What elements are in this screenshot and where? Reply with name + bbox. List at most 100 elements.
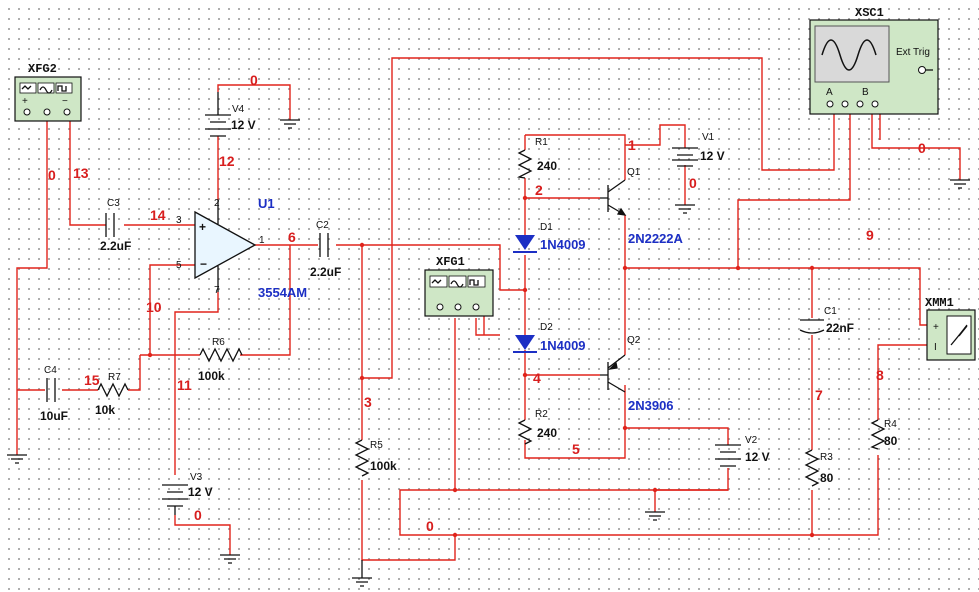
u1-part: 3554AM [258,285,307,300]
opamp-u1[interactable]: + − [194,200,257,292]
q2-name: Q2 [627,335,641,346]
net-label: 14 [150,207,166,223]
r3-name: R3 [820,452,833,463]
resistor-r5[interactable] [354,439,370,477]
transistor-q1[interactable] [600,179,627,216]
multimeter-xmm1[interactable]: + I [926,309,976,361]
net-label: 0 [194,507,202,523]
d1-name: D1 [540,222,553,233]
v4-name: V4 [232,104,245,115]
net-label: 2 [535,182,543,198]
v2-name: V2 [745,435,758,446]
battery-v3[interactable] [162,484,188,515]
r6-name: R6 [212,337,225,348]
r6-value: 100k [198,369,225,383]
r4-name: R4 [884,419,897,430]
d1-part: 1N4009 [540,237,586,252]
svg-text:+: + [22,96,28,107]
net-label: 12 [219,153,235,169]
svg-text:+: + [199,220,206,234]
v3-value: 12 V [188,485,213,499]
net-label: 0 [689,175,697,191]
xmm1-label: XMM1 [925,296,954,310]
battery-v2[interactable] [715,444,741,467]
net-label: 9 [866,227,874,243]
capacitor-c3[interactable] [105,213,115,237]
d2-name: D2 [540,322,553,333]
u1-pin3: 3 [176,215,182,226]
r5-name: R5 [370,440,383,451]
r2-name: R2 [535,409,548,420]
u1-pin7: 7 [214,285,220,296]
function-generator-xfg1[interactable] [424,269,494,317]
r7-value: 10k [95,403,115,417]
capacitor-c4[interactable] [46,378,56,402]
u1-pin1: 1 [259,235,265,246]
resistor-r2[interactable] [517,419,533,445]
v1-name: V1 [702,132,715,143]
r7-name: R7 [108,372,121,383]
net-label: 0 [918,140,926,156]
svg-text:I: I [934,342,937,353]
net-label: 0 [250,72,258,88]
net-label: 15 [84,372,100,388]
c3-name: C3 [107,198,120,209]
resistor-r6[interactable] [199,347,243,363]
svg-text:+: + [933,322,939,333]
xsc1-label: XSC1 [855,6,884,20]
net-label: 1 [628,137,636,153]
c1-value: 22nF [826,321,854,335]
r2-value: 240 [537,426,557,440]
net-label: 5 [572,441,580,457]
function-generator-xfg2[interactable]: +− [14,76,82,122]
u1-name: U1 [258,196,275,211]
resistor-r7[interactable] [97,382,129,398]
xfg2-label: XFG2 [28,62,57,76]
u1-pin5: 5 [176,260,182,271]
capacitor-c1[interactable] [799,319,825,334]
net-label: 11 [177,377,192,393]
resistor-r4[interactable] [870,419,886,450]
net-label: 0 [426,518,434,534]
net-label: 6 [288,229,296,245]
diode-d2[interactable] [513,335,537,353]
r4-value: 80 [884,434,898,448]
r3-value: 80 [820,471,834,485]
v4-value: 12 V [231,118,256,132]
battery-v1[interactable] [672,147,698,167]
net-label: 8 [876,367,884,383]
svg-text:−: − [62,96,68,107]
c2-value: 2.2uF [310,265,341,279]
q1-part: 2N2222A [628,231,684,246]
transistor-q2[interactable] [600,354,626,393]
q1-name: Q1 [627,167,641,178]
r1-name: R1 [535,137,548,148]
v2-value: 12 V [745,450,770,464]
oscilloscope-xsc1[interactable] [809,19,939,115]
c2-name: C2 [316,220,329,231]
v1-value: 12 V [700,149,725,163]
net-label: 0 [48,167,56,183]
xsc1-ext-trig-label: Ext Trig [896,47,930,58]
resistor-r3[interactable] [804,449,820,487]
svg-text:−: − [200,257,207,271]
capacitor-c2[interactable] [319,233,329,257]
net-label: 10 [146,299,162,315]
net-labels: 0 12 13 14 0 6 10 15 11 0 3 1 2 0 4 5 9 … [48,72,926,534]
c4-value: 10uF [40,409,68,423]
xsc1-channel-a-label: A [826,87,833,98]
net-label: 3 [364,394,372,410]
v3-name: V3 [190,472,203,483]
resistor-r1[interactable] [516,149,533,179]
battery-v4[interactable] [205,92,231,137]
net-label: 7 [815,387,823,403]
junction-dots [147,195,815,538]
c3-value: 2.2uF [100,239,131,253]
u1-pin2: 2 [214,198,220,209]
wires [16,57,961,561]
diode-d1[interactable] [513,235,537,253]
net-label: 4 [533,370,541,386]
r5-value: 100k [370,459,397,473]
q2-part: 2N3906 [628,398,674,413]
